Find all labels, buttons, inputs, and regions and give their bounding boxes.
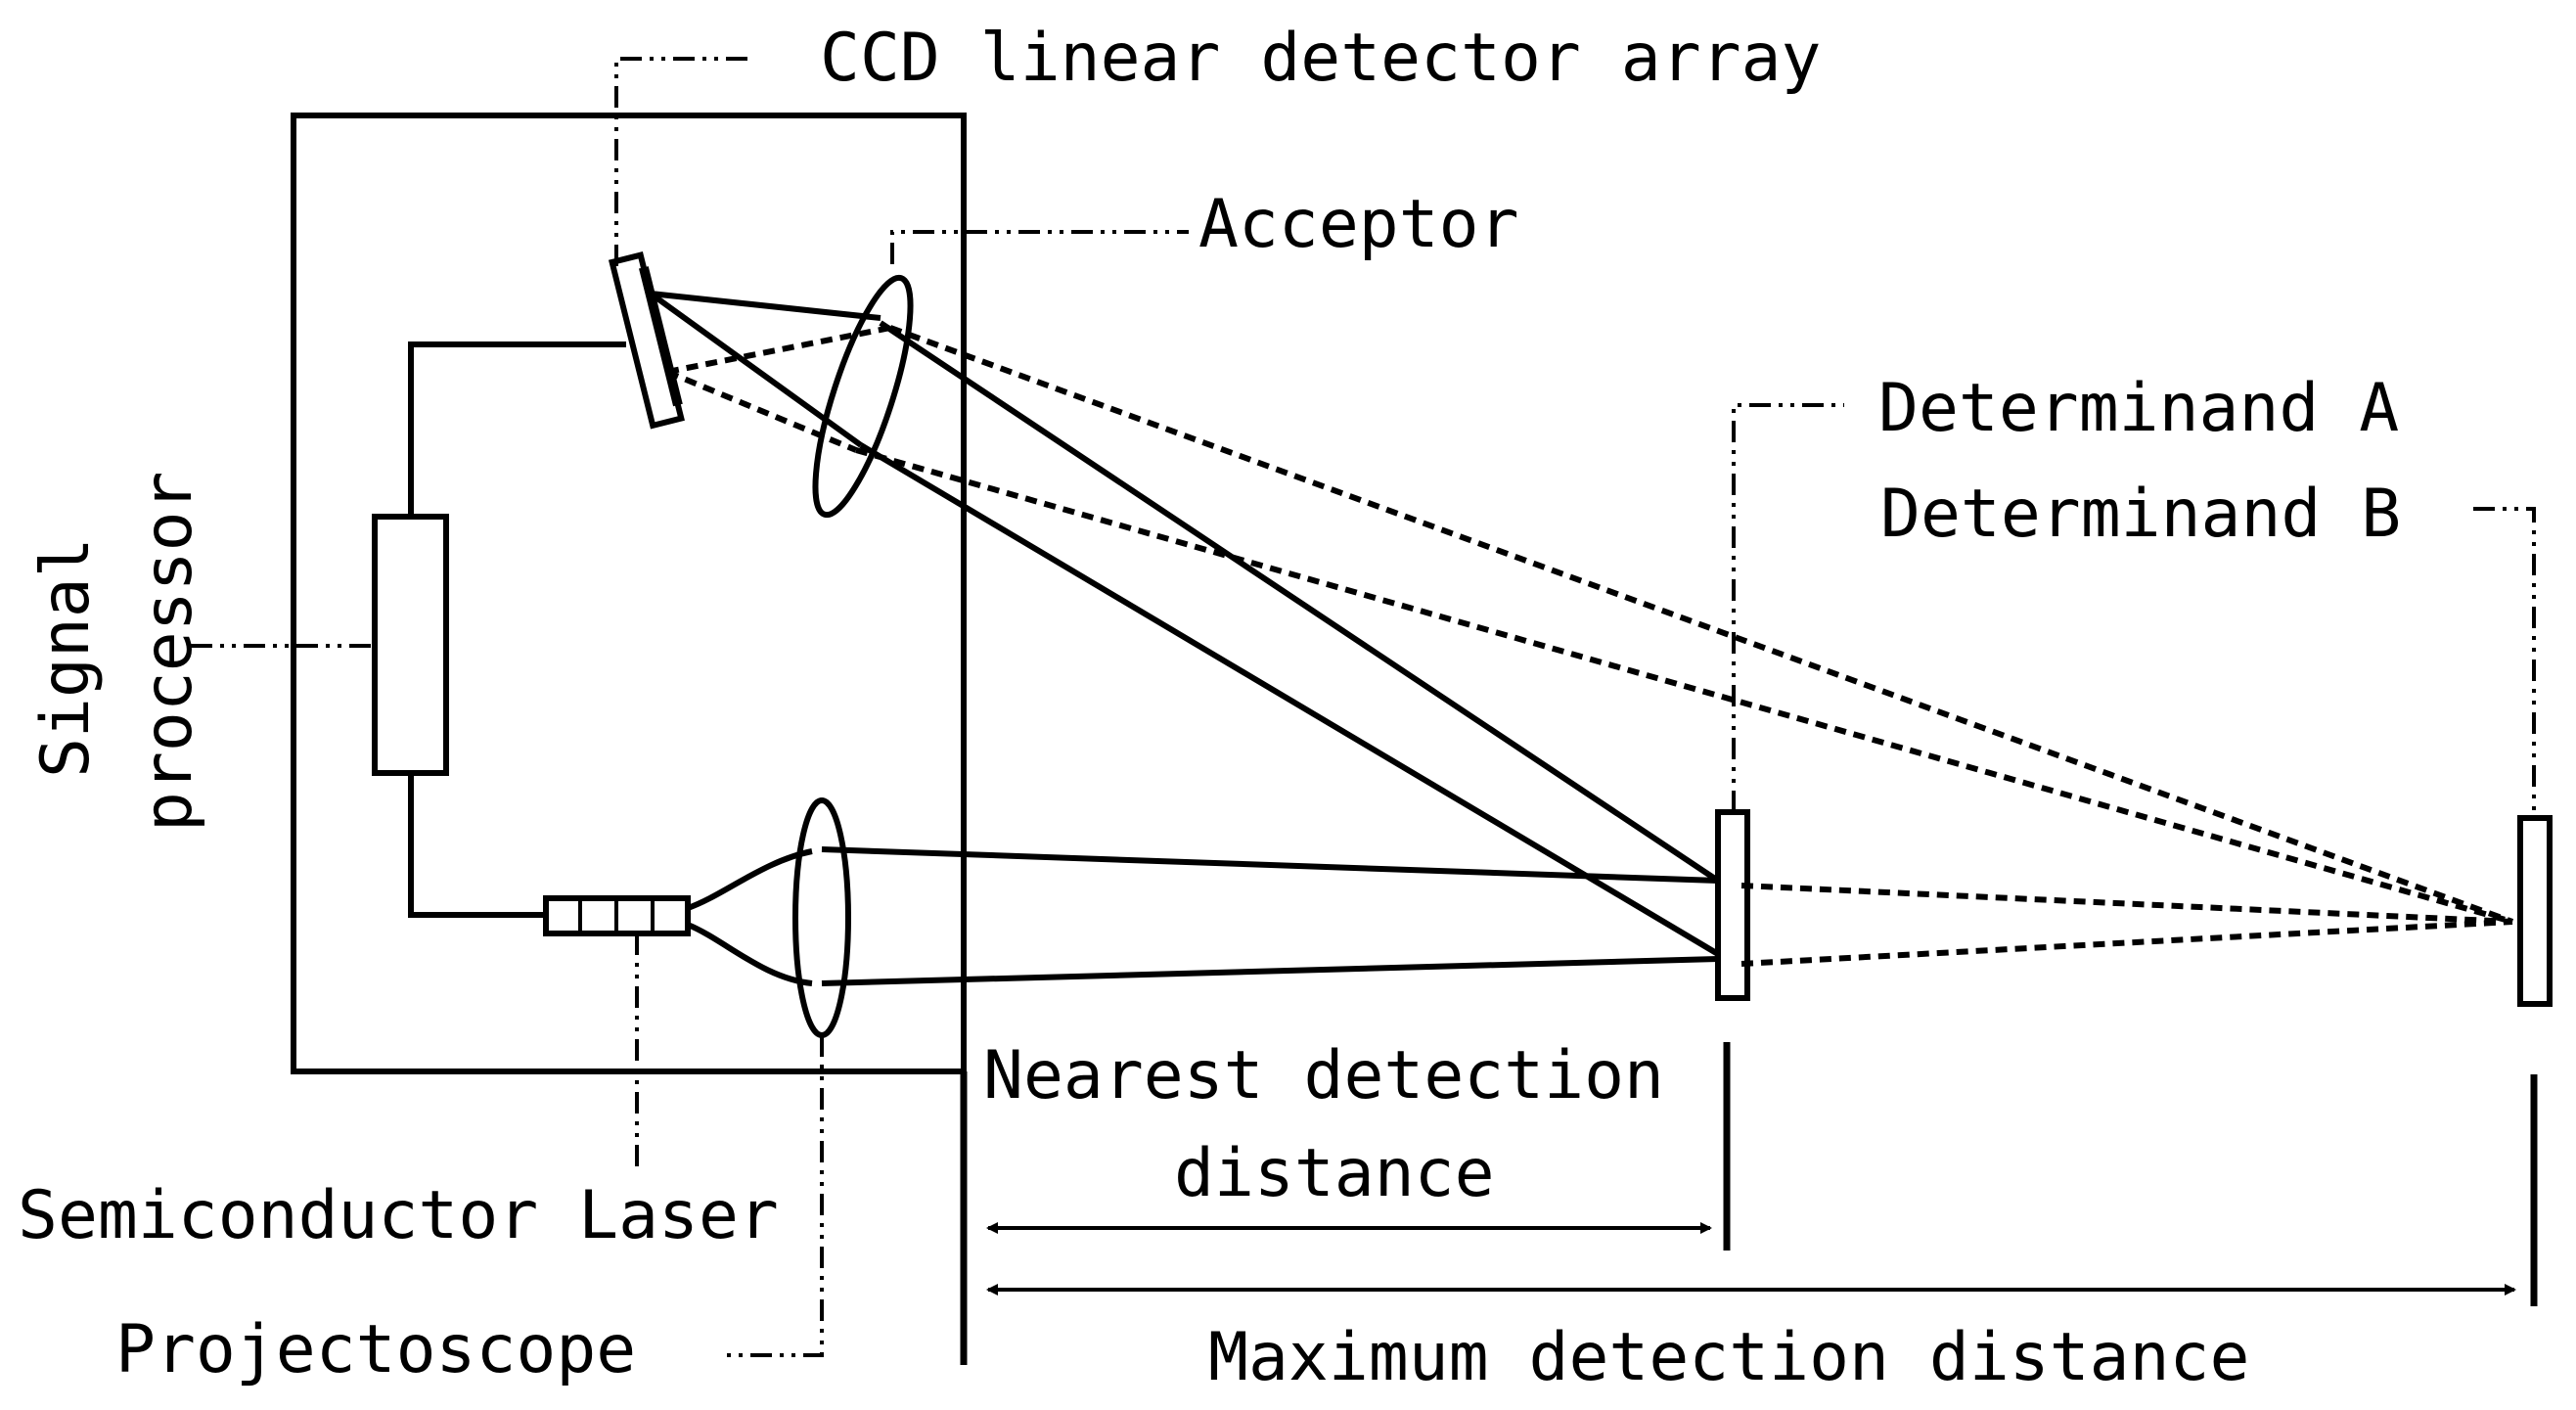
laser-beam-to-lens: [686, 848, 813, 986]
nearest-distance-label-line1: Nearest detection: [983, 1037, 1664, 1114]
semiconductor-laser-label: Semiconductor Laser: [18, 1177, 779, 1254]
leader-acceptor: [890, 230, 1189, 264]
acceptor-label: Acceptor: [1198, 186, 1519, 263]
return-beam-b-lower: [855, 447, 2513, 925]
ccd-label: CCD linear detector array: [820, 20, 1822, 97]
leader-projectoscope: [719, 1035, 824, 1357]
return-beam-a-upper: [879, 320, 1720, 884]
leader-determinand-b: [2473, 507, 2536, 818]
signal-processor-label: Signal processor: [27, 472, 207, 832]
nearest-distance-label-line2: distance: [1174, 1135, 1495, 1212]
semiconductor-laser: [543, 895, 691, 936]
outgoing-beam-lower: [821, 956, 1719, 986]
focus-beam-b-2: [665, 369, 858, 453]
acceptor-lens: [812, 274, 914, 519]
beam-b-1: [1740, 883, 2513, 925]
instrument-housing: [291, 113, 967, 1074]
determinand-b-target: [2517, 815, 2553, 1007]
maximum-distance-label: Maximum detection distance: [1208, 1319, 2249, 1396]
leader-determinand-a: [1732, 403, 1844, 812]
wire-processor-to-laser: [408, 773, 546, 918]
determinand-a-target: [1715, 809, 1750, 1001]
return-beam-a-lower: [859, 442, 1720, 957]
determinand-b-label: Determinand B: [1880, 476, 2401, 553]
signal-processor-label-line2: processor: [130, 472, 207, 832]
projectoscope-lens: [792, 797, 851, 1038]
outgoing-beam-upper: [821, 846, 1719, 884]
ccd-detector-array: [608, 251, 685, 430]
determinand-a-label: Determinand A: [1878, 370, 2399, 447]
beam-b-2: [1740, 919, 2513, 967]
focus-beam-a-2: [649, 291, 863, 448]
projectoscope-label: Projectoscope: [115, 1311, 636, 1388]
return-beam-b-upper: [888, 325, 2514, 925]
signal-processor-label-line1: Signal: [27, 537, 105, 778]
leader-ccd: [614, 57, 753, 266]
focus-beam-a-1: [650, 291, 881, 321]
signal-processor-block: [372, 514, 449, 776]
wire-detector-to-processor: [408, 341, 626, 517]
